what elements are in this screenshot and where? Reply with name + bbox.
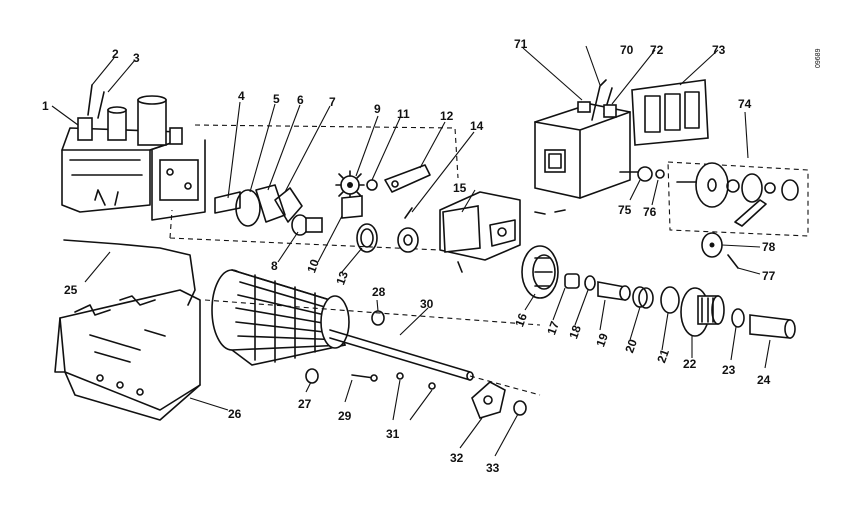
callout-21: 21 xyxy=(654,347,672,365)
assembly-outline xyxy=(169,124,459,251)
shaft-stack xyxy=(564,273,796,339)
callout-20: 20 xyxy=(622,337,640,355)
callout-26: 26 xyxy=(228,407,242,421)
callout-16: 16 xyxy=(512,311,530,329)
callout-32: 32 xyxy=(450,451,464,465)
callout-19: 19 xyxy=(593,331,611,349)
callout-76: 76 xyxy=(643,205,657,219)
callout-12: 12 xyxy=(440,109,454,123)
callout-2: 2 xyxy=(112,47,119,61)
callout-14: 14 xyxy=(470,119,484,133)
callout-24: 24 xyxy=(757,373,771,387)
callout-72: 72 xyxy=(650,43,664,57)
callout-17: 17 xyxy=(544,319,562,337)
callout-29: 29 xyxy=(338,409,352,423)
callout-25: 25 xyxy=(64,283,78,297)
callout-33: 33 xyxy=(486,461,500,475)
callout-13: 13 xyxy=(333,269,351,287)
callout-73: 73 xyxy=(712,43,726,57)
callout-9: 9 xyxy=(374,102,381,116)
callout-3: 3 xyxy=(133,51,140,65)
callout-8: 8 xyxy=(271,259,278,273)
callout-70: 70 xyxy=(620,43,634,57)
callout-11: 11 xyxy=(397,107,410,121)
callout-78: 78 xyxy=(762,240,776,254)
callout-1: 1 xyxy=(42,99,49,113)
motor-assembly xyxy=(534,79,709,199)
callout-15: 15 xyxy=(453,181,467,195)
callout-75: 75 xyxy=(618,203,632,217)
callout-7: 7 xyxy=(329,95,336,109)
callout-74: 74 xyxy=(738,97,752,111)
callout-31: 31 xyxy=(386,427,400,441)
leader-lines xyxy=(51,45,771,457)
callout-23: 23 xyxy=(722,363,736,377)
callout-5: 5 xyxy=(273,92,280,106)
rod-and-shield xyxy=(54,239,201,421)
motor-gear-assembly xyxy=(667,161,809,269)
callout-77: 77 xyxy=(762,269,776,283)
tuner-drum xyxy=(204,269,541,419)
callout-18: 18 xyxy=(566,323,584,341)
callout-28: 28 xyxy=(372,285,386,299)
callout-labels: 1 2 3 4 5 6 7 8 9 10 11 12 13 14 15 16 1… xyxy=(42,37,822,475)
callout-4: 4 xyxy=(238,89,245,103)
callout-22: 22 xyxy=(683,357,697,371)
bracket-and-plate xyxy=(439,191,566,299)
drawing-number: 09689 xyxy=(815,48,822,68)
callout-27: 27 xyxy=(298,397,312,411)
callout-30: 30 xyxy=(420,297,434,311)
chassis-assembly xyxy=(61,84,206,221)
callout-71: 71 xyxy=(514,37,528,51)
callout-10: 10 xyxy=(304,257,322,275)
callout-6: 6 xyxy=(297,93,304,107)
small-parts-row xyxy=(214,164,431,253)
